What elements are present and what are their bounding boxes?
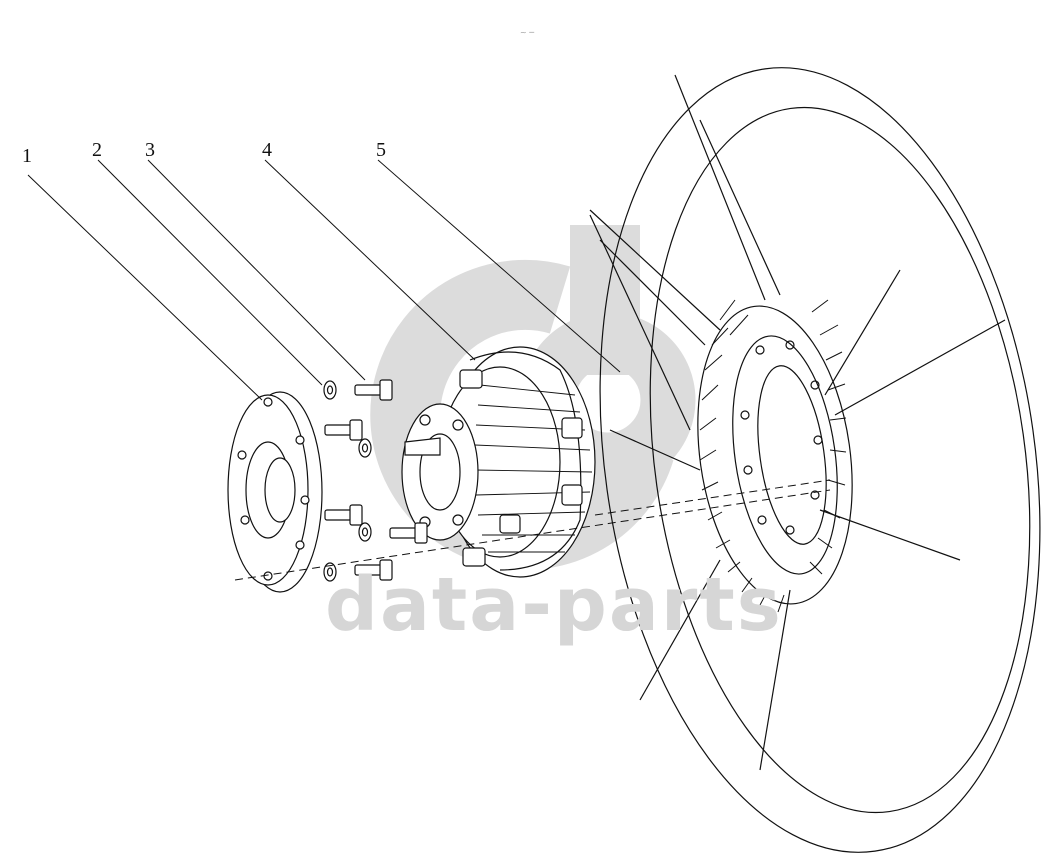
- fan-hub-bolt-holes: [740, 340, 823, 535]
- spacer-pulley: [227, 391, 323, 593]
- fan-blade-assembly: [589, 67, 1041, 853]
- bolts: [324, 379, 428, 581]
- callout-5: 5: [376, 139, 386, 161]
- callout-1: 1: [22, 145, 32, 167]
- leader-lines: [27, 159, 621, 401]
- callout-4: 4: [262, 139, 272, 161]
- watermark-text: data-parts: [325, 562, 783, 648]
- top-mark: ~ ─: [520, 28, 534, 37]
- washers: [323, 380, 372, 582]
- viscous-fan-clutch: [401, 346, 596, 578]
- callout-2: 2: [92, 139, 102, 161]
- callout-3: 3: [145, 139, 155, 161]
- assembly-axis-lines: [234, 479, 831, 581]
- fan-hub-teeth: [699, 299, 847, 613]
